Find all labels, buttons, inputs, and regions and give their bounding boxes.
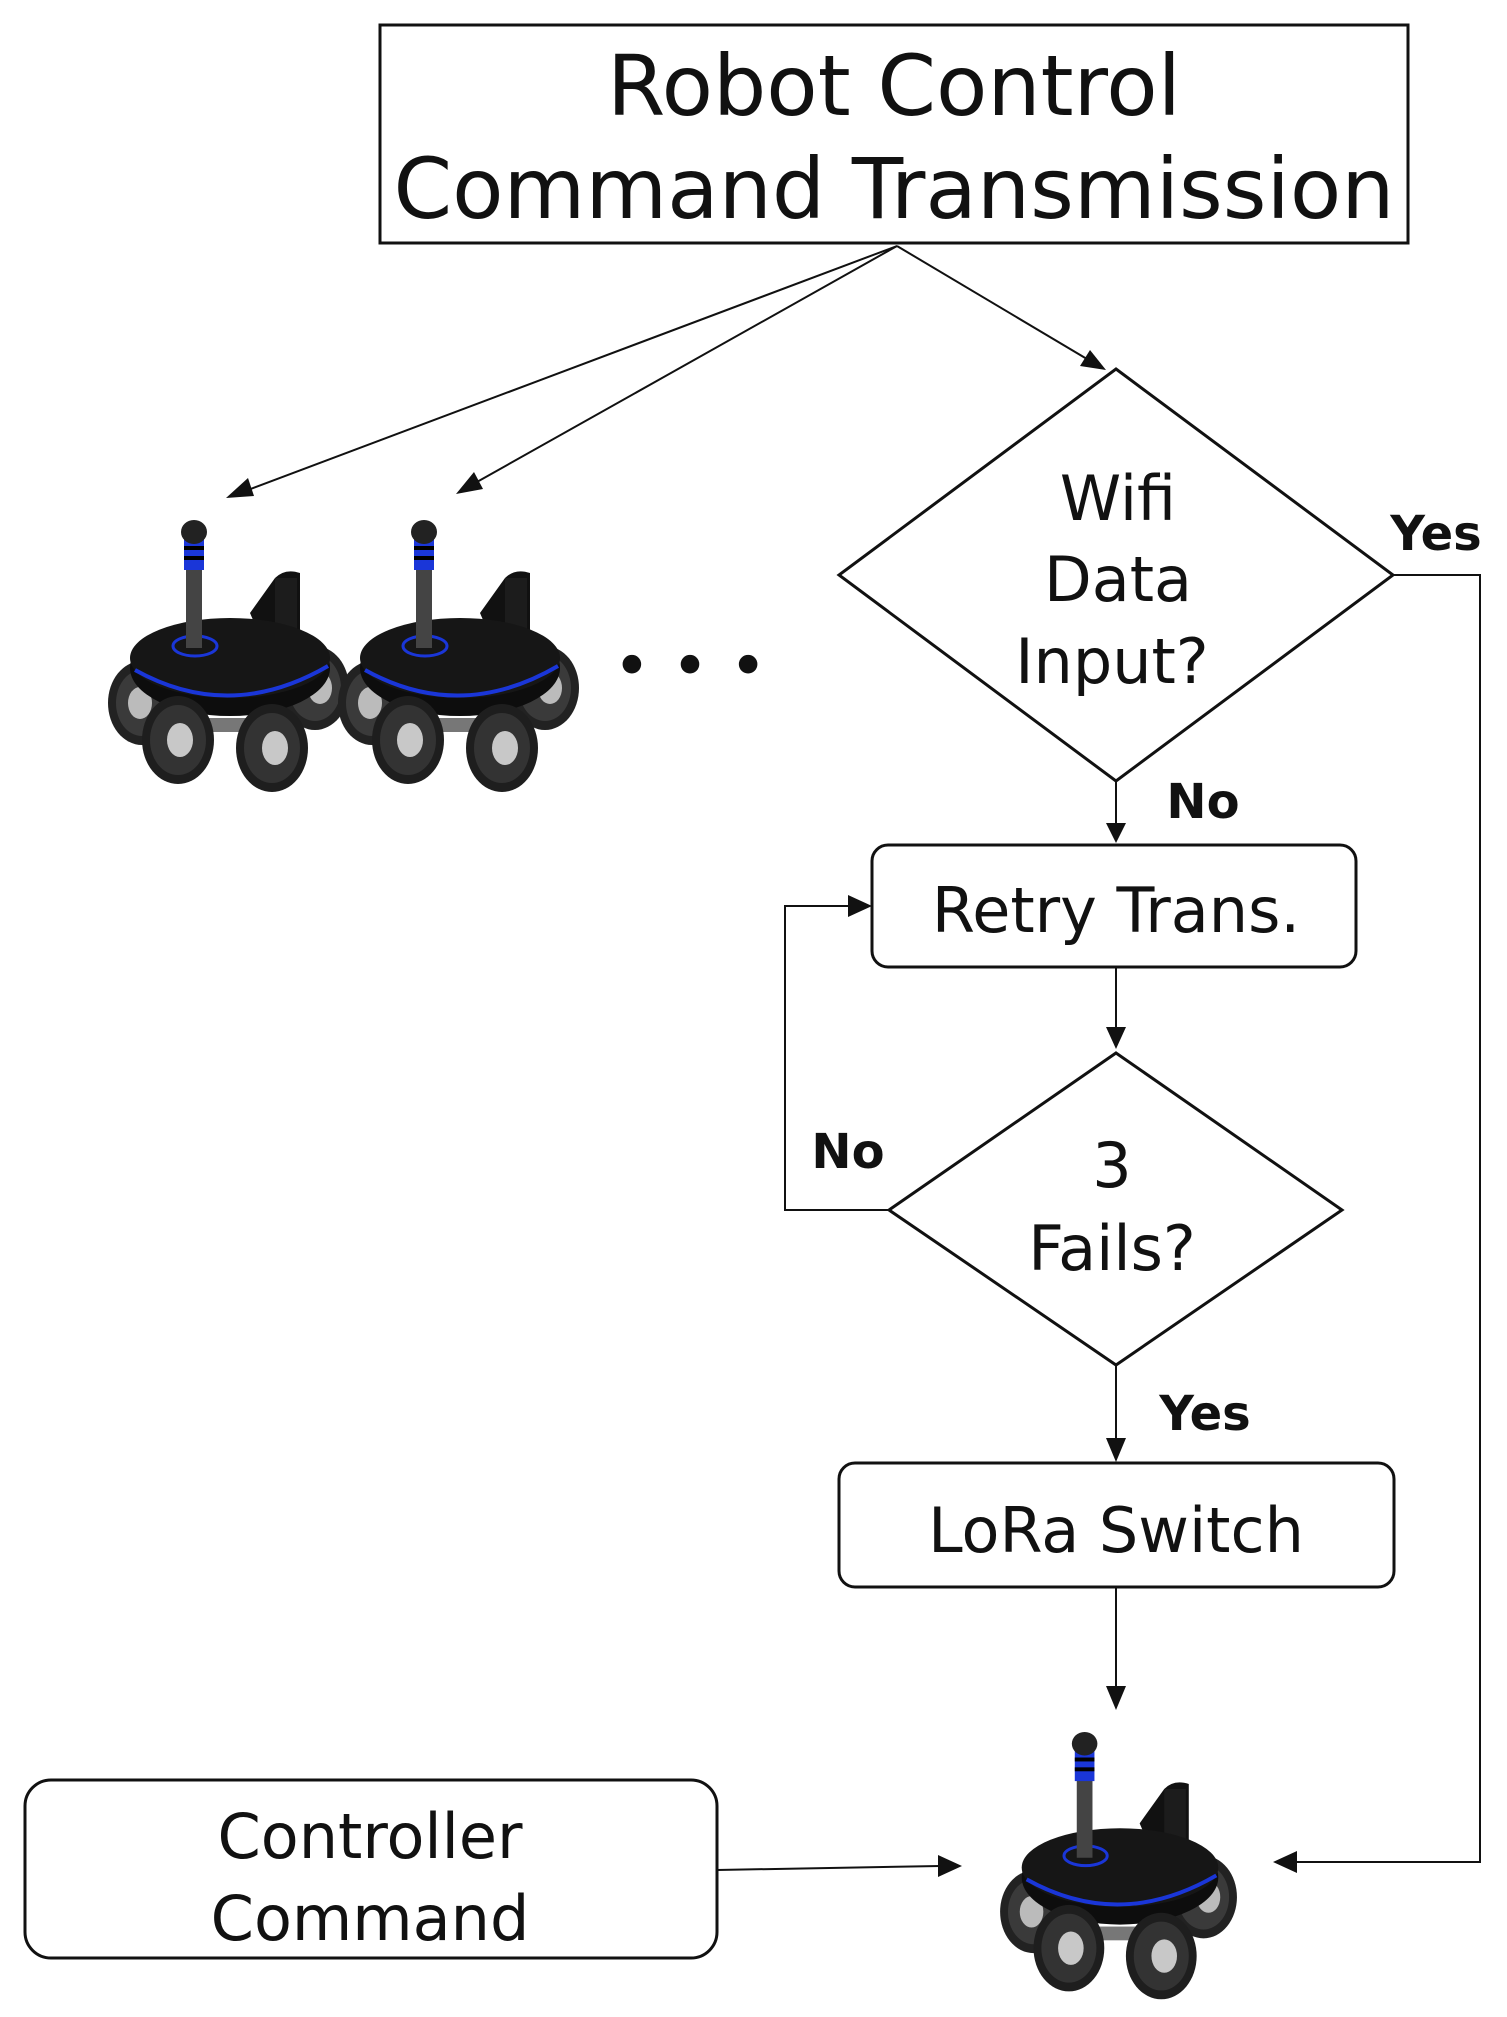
edge-label-wifi-yes: Yes: [1389, 506, 1481, 562]
title-line-2: Command Transmission: [393, 140, 1394, 238]
edges-from-title: [226, 245, 1106, 498]
controller-line-2: Command: [211, 1882, 530, 1955]
wifi-line-3: Input?: [1015, 625, 1208, 698]
ellipsis: • • •: [613, 630, 767, 704]
title-line-1: Robot Control: [607, 37, 1181, 135]
edge-label-fails-no: No: [811, 1124, 884, 1180]
decision-wifi: Wifi Data Input?: [836, 367, 1396, 783]
process-retry: Retry Trans.: [870, 843, 1358, 969]
robot-icon: [106, 518, 351, 794]
fails-line-2: Fails?: [1028, 1212, 1196, 1285]
robot-icon: [998, 1730, 1239, 2002]
process-lora: LoRa Switch: [837, 1461, 1396, 1589]
edge-label-fails-yes: Yes: [1158, 1386, 1250, 1442]
robot-icon: [336, 518, 581, 794]
controller-line-1: Controller: [218, 1800, 523, 1873]
wifi-line-2: Data: [1044, 543, 1192, 616]
decision-fails: 3 Fails?: [886, 1051, 1345, 1367]
fails-line-1: 3: [1092, 1129, 1131, 1202]
retry-label: Retry Trans.: [932, 874, 1300, 947]
edge-label-wifi-no: No: [1166, 774, 1239, 830]
wifi-line-1: Wifi: [1060, 462, 1176, 535]
title-box: Robot Control Command Transmission: [378, 23, 1410, 245]
lora-label: LoRa Switch: [928, 1494, 1304, 1567]
process-controller: Controller Command: [23, 1778, 719, 1960]
